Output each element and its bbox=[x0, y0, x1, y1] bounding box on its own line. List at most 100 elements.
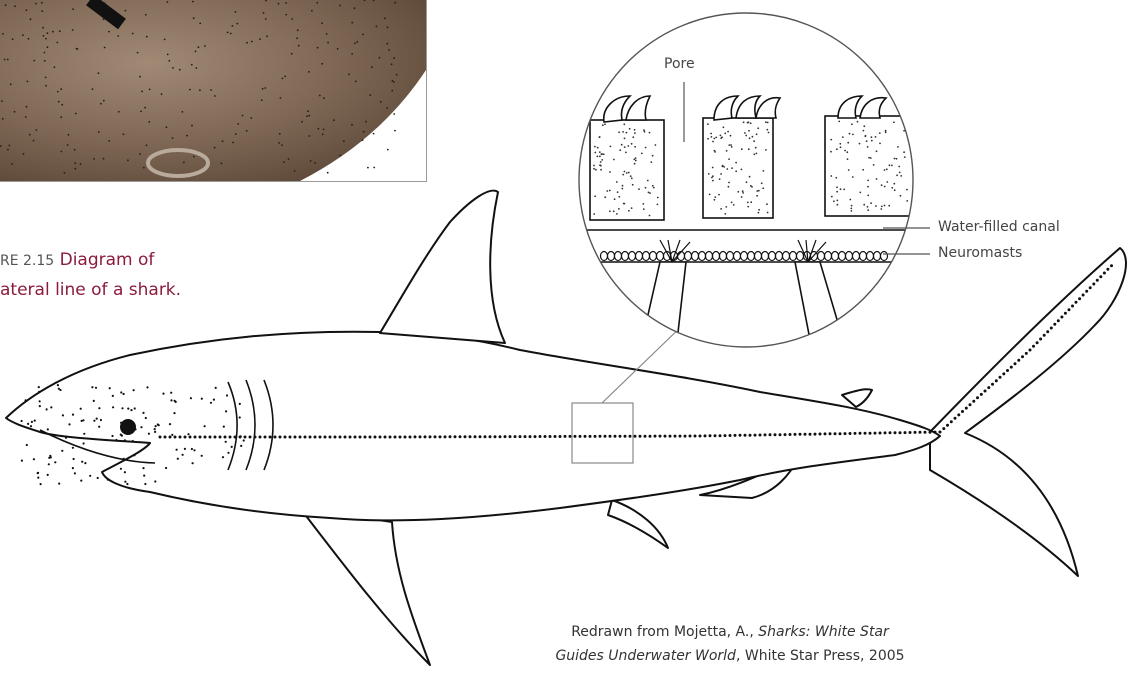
lateral-line-pore bbox=[1017, 359, 1020, 362]
dermal-stipple bbox=[886, 168, 888, 170]
label-pore: Pore bbox=[664, 56, 695, 72]
dermal-stipple bbox=[885, 131, 887, 133]
lateral-line-pore bbox=[809, 433, 812, 436]
lateral-line-pore bbox=[849, 432, 852, 435]
head-pore bbox=[175, 401, 177, 403]
lateral-line-pore bbox=[239, 436, 242, 439]
neuromast bbox=[776, 252, 783, 261]
dermal-stipple bbox=[847, 158, 849, 160]
lateral-line-pore bbox=[794, 433, 797, 436]
lateral-line-pore bbox=[369, 436, 372, 439]
dermal-stipple bbox=[846, 151, 848, 153]
dermal-stipple bbox=[657, 197, 659, 199]
dermal-stipple bbox=[618, 196, 620, 198]
dermal-stipple bbox=[884, 205, 886, 207]
lateral-line-pore bbox=[479, 435, 482, 438]
lateral-line-pore bbox=[919, 431, 922, 434]
lateral-line-pore bbox=[309, 436, 312, 439]
dermal-stipple bbox=[630, 175, 632, 177]
dermal-stipple bbox=[746, 181, 748, 183]
dermal-stipple bbox=[867, 146, 869, 148]
dermal-stipple bbox=[849, 133, 851, 135]
dermal-stipple bbox=[866, 140, 868, 142]
pelvic-fin bbox=[608, 500, 668, 548]
dermal-stipple bbox=[645, 187, 647, 189]
neuromast bbox=[853, 252, 860, 261]
lateral-line-pore bbox=[484, 435, 487, 438]
lateral-line-pore bbox=[764, 433, 767, 436]
dermal-stipple bbox=[843, 189, 845, 191]
lateral-line-pore bbox=[939, 431, 942, 434]
dermal-stipple bbox=[836, 148, 838, 150]
head-pore bbox=[127, 408, 129, 410]
dermal-stipple bbox=[735, 162, 737, 164]
dermal-stipple bbox=[873, 164, 875, 166]
dermal-stipple bbox=[609, 171, 611, 173]
dermal-stipple bbox=[625, 152, 627, 154]
lateral-line-pore bbox=[364, 436, 367, 439]
lateral-line-pore bbox=[344, 436, 347, 439]
head-pore bbox=[123, 393, 125, 395]
head-pore bbox=[184, 448, 186, 450]
lateral-line-pore bbox=[987, 386, 990, 389]
dermal-stipple bbox=[881, 206, 883, 208]
dermal-stipple bbox=[748, 130, 750, 132]
lateral-line-pore bbox=[654, 435, 657, 438]
head-pore bbox=[134, 407, 136, 409]
dermal-stipple bbox=[875, 136, 877, 138]
lateral-line-pore bbox=[834, 432, 837, 435]
lateral-line-pore bbox=[284, 436, 287, 439]
head-pore bbox=[140, 426, 142, 428]
lateral-line-pore bbox=[899, 431, 902, 434]
dermal-stipple bbox=[749, 137, 751, 139]
head-pore bbox=[177, 458, 179, 460]
dermal-stipple bbox=[623, 123, 625, 125]
lateral-line-pore bbox=[909, 431, 912, 434]
head-pore bbox=[215, 387, 217, 389]
lateral-line-pore bbox=[199, 436, 202, 439]
head-pore bbox=[72, 467, 74, 469]
dermal-stipple bbox=[763, 170, 765, 172]
dermal-stipple bbox=[894, 158, 896, 160]
dermal-stipple bbox=[715, 137, 717, 139]
lateral-line-pore bbox=[1002, 372, 1005, 375]
lateral-line-pore bbox=[209, 436, 212, 439]
figure-title-line-1: Diagram of bbox=[60, 250, 155, 270]
shark-body bbox=[6, 332, 940, 521]
head-pore bbox=[91, 386, 93, 388]
dermal-stipple bbox=[594, 195, 596, 197]
lateral-line-pore bbox=[1085, 290, 1088, 293]
head-pore bbox=[134, 428, 136, 430]
dermal-stipple bbox=[655, 144, 657, 146]
lateral-line-pore bbox=[1068, 308, 1071, 311]
dermal-stipple bbox=[600, 169, 602, 171]
dermal-stipple bbox=[741, 148, 743, 150]
dermal-stipple bbox=[731, 202, 733, 204]
lateral-line-pore bbox=[950, 420, 953, 423]
lateral-line-pore bbox=[604, 435, 607, 438]
dermal-stipple bbox=[604, 196, 606, 198]
head-pore bbox=[112, 395, 114, 397]
neuromast bbox=[867, 252, 874, 261]
dermal-stipple bbox=[849, 199, 851, 201]
dermal-stipple bbox=[644, 131, 646, 133]
dermal-stipple bbox=[621, 144, 623, 146]
neuromast bbox=[713, 252, 720, 261]
lateral-line-pore bbox=[179, 436, 182, 439]
lateral-line-pore bbox=[564, 435, 567, 438]
head-pore bbox=[21, 420, 23, 422]
lateral-line-pore bbox=[1025, 352, 1028, 355]
dermal-stipple bbox=[748, 148, 750, 150]
lateral-line-pore bbox=[374, 436, 377, 439]
dermal-stipple bbox=[842, 136, 844, 138]
dermal-stipple bbox=[867, 206, 869, 208]
head-pore bbox=[37, 477, 39, 479]
dermal-stipple bbox=[714, 150, 716, 152]
lateral-line-pore bbox=[234, 436, 237, 439]
lateral-line-pore bbox=[824, 432, 827, 435]
lateral-line-pore bbox=[204, 436, 207, 439]
neuromast bbox=[762, 252, 769, 261]
lateral-line-pore bbox=[734, 434, 737, 437]
lateral-line-pore bbox=[859, 432, 862, 435]
lateral-line-pore bbox=[289, 436, 292, 439]
